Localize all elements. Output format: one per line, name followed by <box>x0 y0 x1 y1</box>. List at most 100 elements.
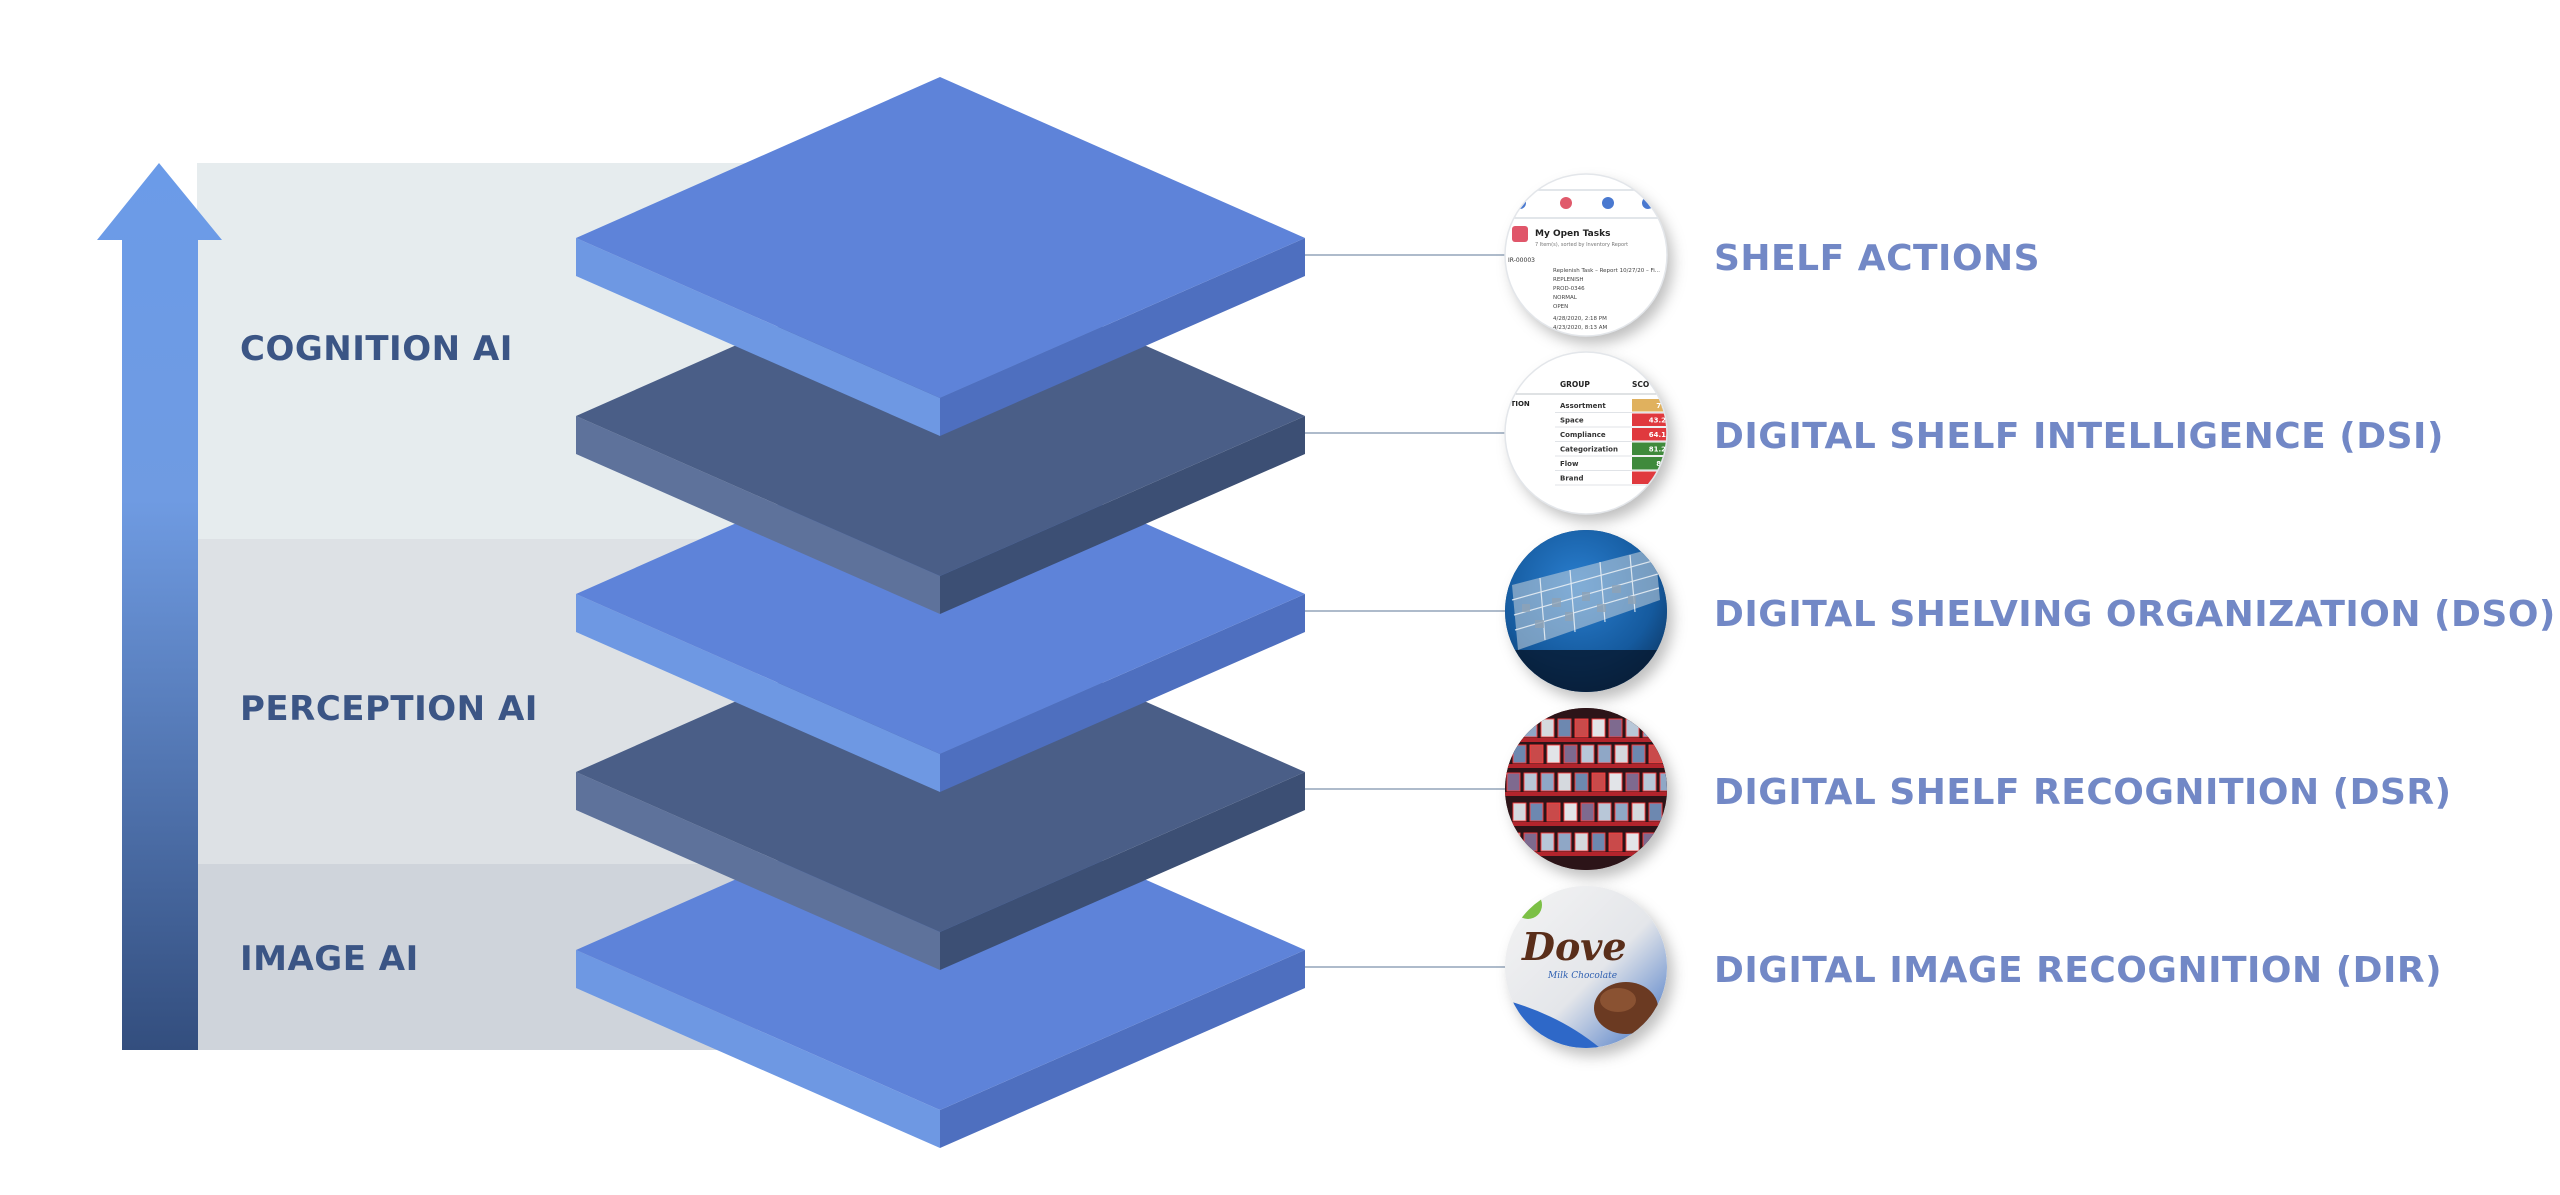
thumbnail-dir: Dove Milk Chocolate <box>1505 886 1667 1048</box>
detected-product-box <box>1506 832 1521 852</box>
thumb-task-id: IR-00003 <box>1508 257 1535 264</box>
thumb-task-row: OPEN <box>1553 304 1568 310</box>
detected-product-box <box>1506 718 1521 738</box>
detected-product-box <box>1625 718 1640 738</box>
detected-product-box <box>1546 744 1561 764</box>
connector-lines <box>1305 254 1510 968</box>
plate-right-face <box>940 238 1305 436</box>
detected-product-box <box>1574 832 1589 852</box>
score-row-value: 43.2 <box>1649 417 1666 425</box>
shelf-edge <box>1505 764 1667 768</box>
detected-product-box <box>1523 772 1538 792</box>
detected-product-box <box>1506 772 1521 792</box>
detected-product-box <box>1540 772 1555 792</box>
detected-product-box <box>1557 718 1572 738</box>
detected-product-box <box>1597 744 1612 764</box>
detected-product-box <box>1631 802 1646 822</box>
shelf-edge <box>1505 792 1667 796</box>
score-cell <box>1632 413 1667 426</box>
detected-product-box <box>1614 744 1629 764</box>
plate-top-face <box>576 77 1305 398</box>
detected-product-box <box>1608 772 1623 792</box>
thumbnail-shelf-actions: My Open Tasks 7 Item(s), sorted by Inven… <box>1504 173 1668 337</box>
score-row-value: 64.1 <box>1649 431 1666 439</box>
detected-product-box <box>1625 772 1640 792</box>
thumbnail-dsr <box>1505 708 1667 870</box>
detected-product-box <box>1529 802 1544 822</box>
detected-product-box <box>1614 802 1629 822</box>
plate-right-face <box>940 950 1305 1148</box>
score-row-name: Categorization <box>1560 446 1618 454</box>
detected-product-box <box>1580 744 1595 764</box>
detected-product-box <box>1574 718 1589 738</box>
layer-label-dsr: DIGITAL SHELF RECOGNITION (DSR) <box>1714 772 2452 813</box>
detected-product-box <box>1523 832 1538 852</box>
thumb-task-row: 4/28/2020, 2:18 PM <box>1553 316 1607 322</box>
detected-product-box <box>1523 718 1538 738</box>
thumb-task-row: NORMAL <box>1553 295 1578 301</box>
score-cell <box>1632 471 1667 484</box>
detected-product-box <box>1597 802 1612 822</box>
tier-label-perception: PERCEPTION AI <box>240 689 538 729</box>
detected-product-box <box>1512 744 1527 764</box>
thumb-dove-product: Milk Chocolate <box>1547 971 1617 981</box>
layer-label-dsi: DIGITAL SHELF INTELLIGENCE (DSI) <box>1714 416 2444 457</box>
detected-product-box <box>1557 832 1572 852</box>
thumb-task-subheader: 7 Item(s), sorted by Inventory Report <box>1535 242 1628 248</box>
thumb-task-row: Replenish Task – Report 10/27/20 – Fi... <box>1553 268 1660 274</box>
detected-product-box <box>1557 772 1572 792</box>
layer-label-dir: DIGITAL IMAGE RECOGNITION (DIR) <box>1714 950 2442 991</box>
thumb-task-row: 4/23/2020, 8:13 AM <box>1553 325 1608 331</box>
detected-product-box <box>1563 802 1578 822</box>
shelf-edge <box>1505 822 1667 826</box>
score-cell <box>1632 428 1667 441</box>
thumb-score-side: ITION <box>1508 400 1530 408</box>
thumb-score-col-score: SCO <box>1632 380 1649 389</box>
detected-product-box <box>1512 802 1527 822</box>
layer-label-shelf-actions: SHELF ACTIONS <box>1714 238 2040 279</box>
arrow-up-icon <box>97 163 222 1050</box>
detected-product-box <box>1642 772 1657 792</box>
detected-product-box <box>1648 802 1663 822</box>
detected-product-box <box>1642 832 1657 852</box>
layer-label-dso: DIGITAL SHELVING ORGANIZATION (DSO) <box>1714 594 2556 635</box>
thumb-dove-brand: Dove <box>1521 924 1627 969</box>
score-row-name: Assortment <box>1560 402 1606 410</box>
plate-left-face <box>576 238 940 436</box>
score-row-value: 81.2 <box>1649 446 1666 454</box>
detected-product-box <box>1540 718 1555 738</box>
plate-right-face <box>940 594 1305 792</box>
detected-product-box <box>1580 802 1595 822</box>
detected-product-box <box>1665 744 1667 764</box>
plate-right-face <box>940 772 1305 970</box>
plate-left-face <box>576 594 940 792</box>
detected-product-box <box>1591 772 1606 792</box>
tier-label-image: IMAGE AI <box>240 939 419 979</box>
detected-product-box <box>1608 832 1623 852</box>
shelf-edge <box>1505 738 1667 742</box>
detected-product-box <box>1591 718 1606 738</box>
detected-product-box <box>1659 832 1667 852</box>
detected-product-box <box>1540 832 1555 852</box>
plate-right-face <box>940 416 1305 614</box>
detected-product-box <box>1648 744 1663 764</box>
thumb-score-col-group: GROUP <box>1560 380 1590 389</box>
detected-product-box <box>1563 744 1578 764</box>
detected-product-box <box>1665 802 1667 822</box>
plate-left-face <box>576 772 940 970</box>
thumb-task-header: My Open Tasks <box>1535 229 1610 239</box>
thumb-task-row: REPLENISH <box>1553 277 1584 283</box>
plate-left-face <box>576 416 940 614</box>
plate-layer-shelf-actions <box>576 77 1305 436</box>
detected-product-box <box>1529 744 1544 764</box>
shelf-edge <box>1505 852 1667 856</box>
detected-product-box <box>1574 772 1589 792</box>
detected-product-box <box>1625 832 1640 852</box>
detected-product-box <box>1642 718 1657 738</box>
detected-product-box <box>1608 718 1623 738</box>
detected-product-box <box>1591 832 1606 852</box>
detected-product-box <box>1631 744 1646 764</box>
thumb-task-row: PROD-0346 <box>1553 286 1585 292</box>
